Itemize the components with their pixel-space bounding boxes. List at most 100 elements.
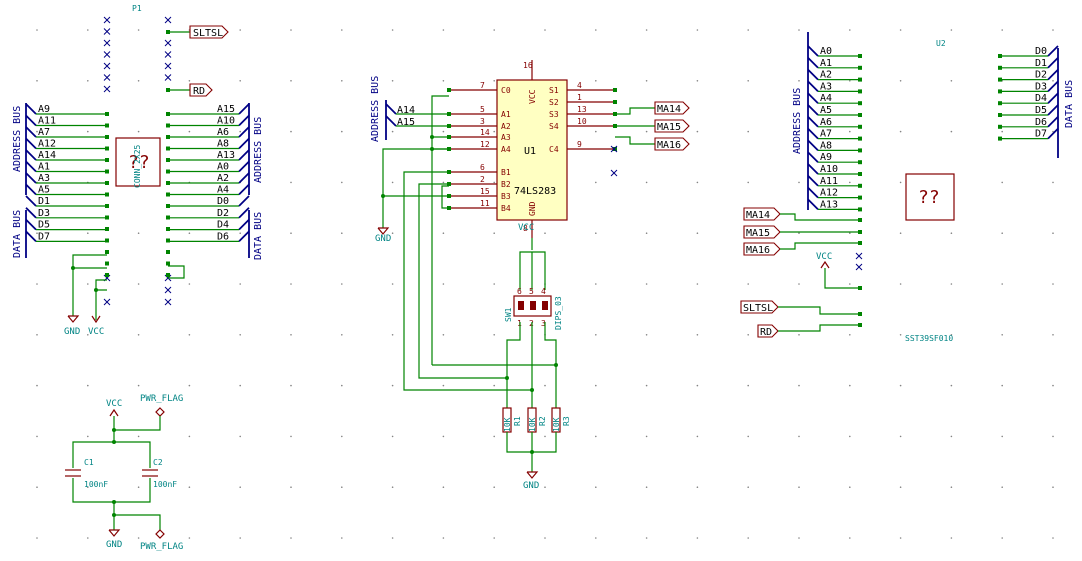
u1-pin-s1: S1 [549,86,559,95]
svg-text:100nF: 100nF [84,480,108,489]
svg-text:100nF: 100nF [153,480,177,489]
svg-text:C2: C2 [153,458,163,467]
svg-text:??: ?? [918,187,940,208]
u2-net-a4: A4 [820,93,832,104]
u2-net-a10: A10 [820,164,838,175]
p1-net-a11: A11 [38,116,56,127]
u2-net-d2: D2 [1035,70,1047,81]
svg-text:RD: RD [193,86,205,97]
u2-net-d5: D5 [1035,105,1047,116]
svg-text:R2: R2 [538,416,547,426]
svg-text:MA14: MA14 [657,104,681,115]
u1-pin-9: 9 [577,140,582,149]
svg-text:4: 4 [541,287,546,296]
svg-text:SLTSL: SLTSL [743,303,773,314]
u1-adder[interactable]: U1 74LS283 7C05A13A214A312A46B12B215B311… [447,60,617,238]
u1-address-bus[interactable]: ADDRESS BUS A14 A15 [370,76,449,142]
p1-left-data-bus-label: DATA BUS [12,210,23,258]
svg-text:GND: GND [106,540,122,550]
u2-net-a6: A6 [820,117,832,128]
svg-text:MA16: MA16 [657,140,681,151]
svg-text:GND: GND [375,234,391,244]
u2-net-d4: D4 [1035,93,1047,104]
p1-right-bus-label: ADDRESS BUS [253,117,264,183]
p1-net-d5: D5 [38,220,50,231]
u1-pin-2: 2 [480,175,485,184]
u1-ref: U1 [524,146,536,157]
sw1-dip-switch[interactable]: VCC 6 5 4 1 2 3 SW1 DIPS_03 [504,223,563,408]
u1-pin-12: 12 [480,140,490,149]
pull-down-resistors[interactable]: 10K 10K 10K R1 R2 R3 GND [502,407,571,491]
p1-net-a1: A1 [38,162,50,173]
p1-rd-label[interactable]: RD [168,83,213,97]
u1-pin-b4: B4 [501,204,511,213]
svg-text:DATA BUS: DATA BUS [1064,80,1075,128]
p1-net-d7: D7 [38,231,50,242]
u1-pin-7: 7 [480,81,485,90]
u1-value: 74LS283 [514,186,556,197]
u2-net-a11: A11 [820,176,838,187]
u2-net-a5: A5 [820,105,832,116]
u2-net-a7: A7 [820,129,832,140]
svg-text:10K: 10K [503,417,512,432]
p1-net-a3: A3 [38,173,50,184]
p1-power-wiring[interactable]: GND VCC [64,254,185,337]
u1-pin-b1: B1 [501,168,511,177]
svg-text:10K: 10K [552,417,561,432]
u2-net-d3: D3 [1035,81,1047,92]
svg-text:VCC: VCC [528,89,537,104]
u2-net-a0: A0 [820,46,832,57]
p1-net-a2: A2 [217,173,229,184]
p1-ref: P1 [132,4,142,13]
u2-ma-inputs[interactable]: MA14 MA15 MA16 [743,207,860,256]
svg-text:R3: R3 [562,416,571,426]
svg-text:MA14: MA14 [746,210,770,221]
u1-outputs[interactable]: MA14 MA15 MA16 [610,101,690,177]
svg-text:SST39SF010: SST39SF010 [905,334,953,343]
svg-text:10K: 10K [528,417,537,432]
svg-text:U2: U2 [936,39,946,48]
p1-net-a13: A13 [217,150,235,161]
p1-sltsl-label[interactable]: SLTSL [168,25,229,39]
p1-net-d3: D3 [38,208,50,219]
svg-text:A14: A14 [397,105,415,116]
u2-net-a8: A8 [820,140,832,151]
u2-flash[interactable]: U2 ?? SST39SF010 [858,39,1002,343]
u1-pin-1: 1 [577,93,582,102]
u2-address-bus[interactable]: ADDRESS BUS A0A1A2A3A4A5A6A7A8A9A10A11A1… [792,32,860,210]
svg-text:VCC: VCC [816,252,832,262]
svg-text:SLTSL: SLTSL [193,28,223,39]
u1-pin-15: 15 [480,187,490,196]
svg-text:R1: R1 [513,416,522,426]
u2-net-a1: A1 [820,58,832,69]
u1-pin-6: 6 [480,163,485,172]
u2-control-inputs[interactable]: SLTSL RD [740,300,860,338]
u1-pin-a3: A3 [501,133,511,142]
u1-input-wiring[interactable]: GND [375,95,556,391]
u2-vcc[interactable]: VCC [816,252,863,289]
svg-text:GND: GND [523,481,539,491]
u2-net-a2: A2 [820,70,832,81]
p1-unknown-symbol: ?? [128,152,150,173]
svg-text:ADDRESS BUS: ADDRESS BUS [370,76,381,142]
p1-net-a12: A12 [38,139,56,150]
u1-pin-4: 4 [577,81,582,90]
p1-missing-symbol-box [115,137,161,187]
p1-net-a0: A0 [217,162,229,173]
svg-text:VCC: VCC [106,399,122,409]
u1-pin-13: 13 [577,105,587,114]
decoupling-capacitors[interactable]: VCC PWR_FLAG C1 100nF C2 100nF GND PWR_F… [65,394,183,552]
svg-text:3: 3 [541,319,546,328]
svg-text:16: 16 [523,61,533,70]
p1-connector[interactable]: P1 ?? CONN_2X25 [103,4,172,306]
p1-right-data-bus-label: DATA BUS [253,212,264,260]
u2-net-a3: A3 [820,81,832,92]
